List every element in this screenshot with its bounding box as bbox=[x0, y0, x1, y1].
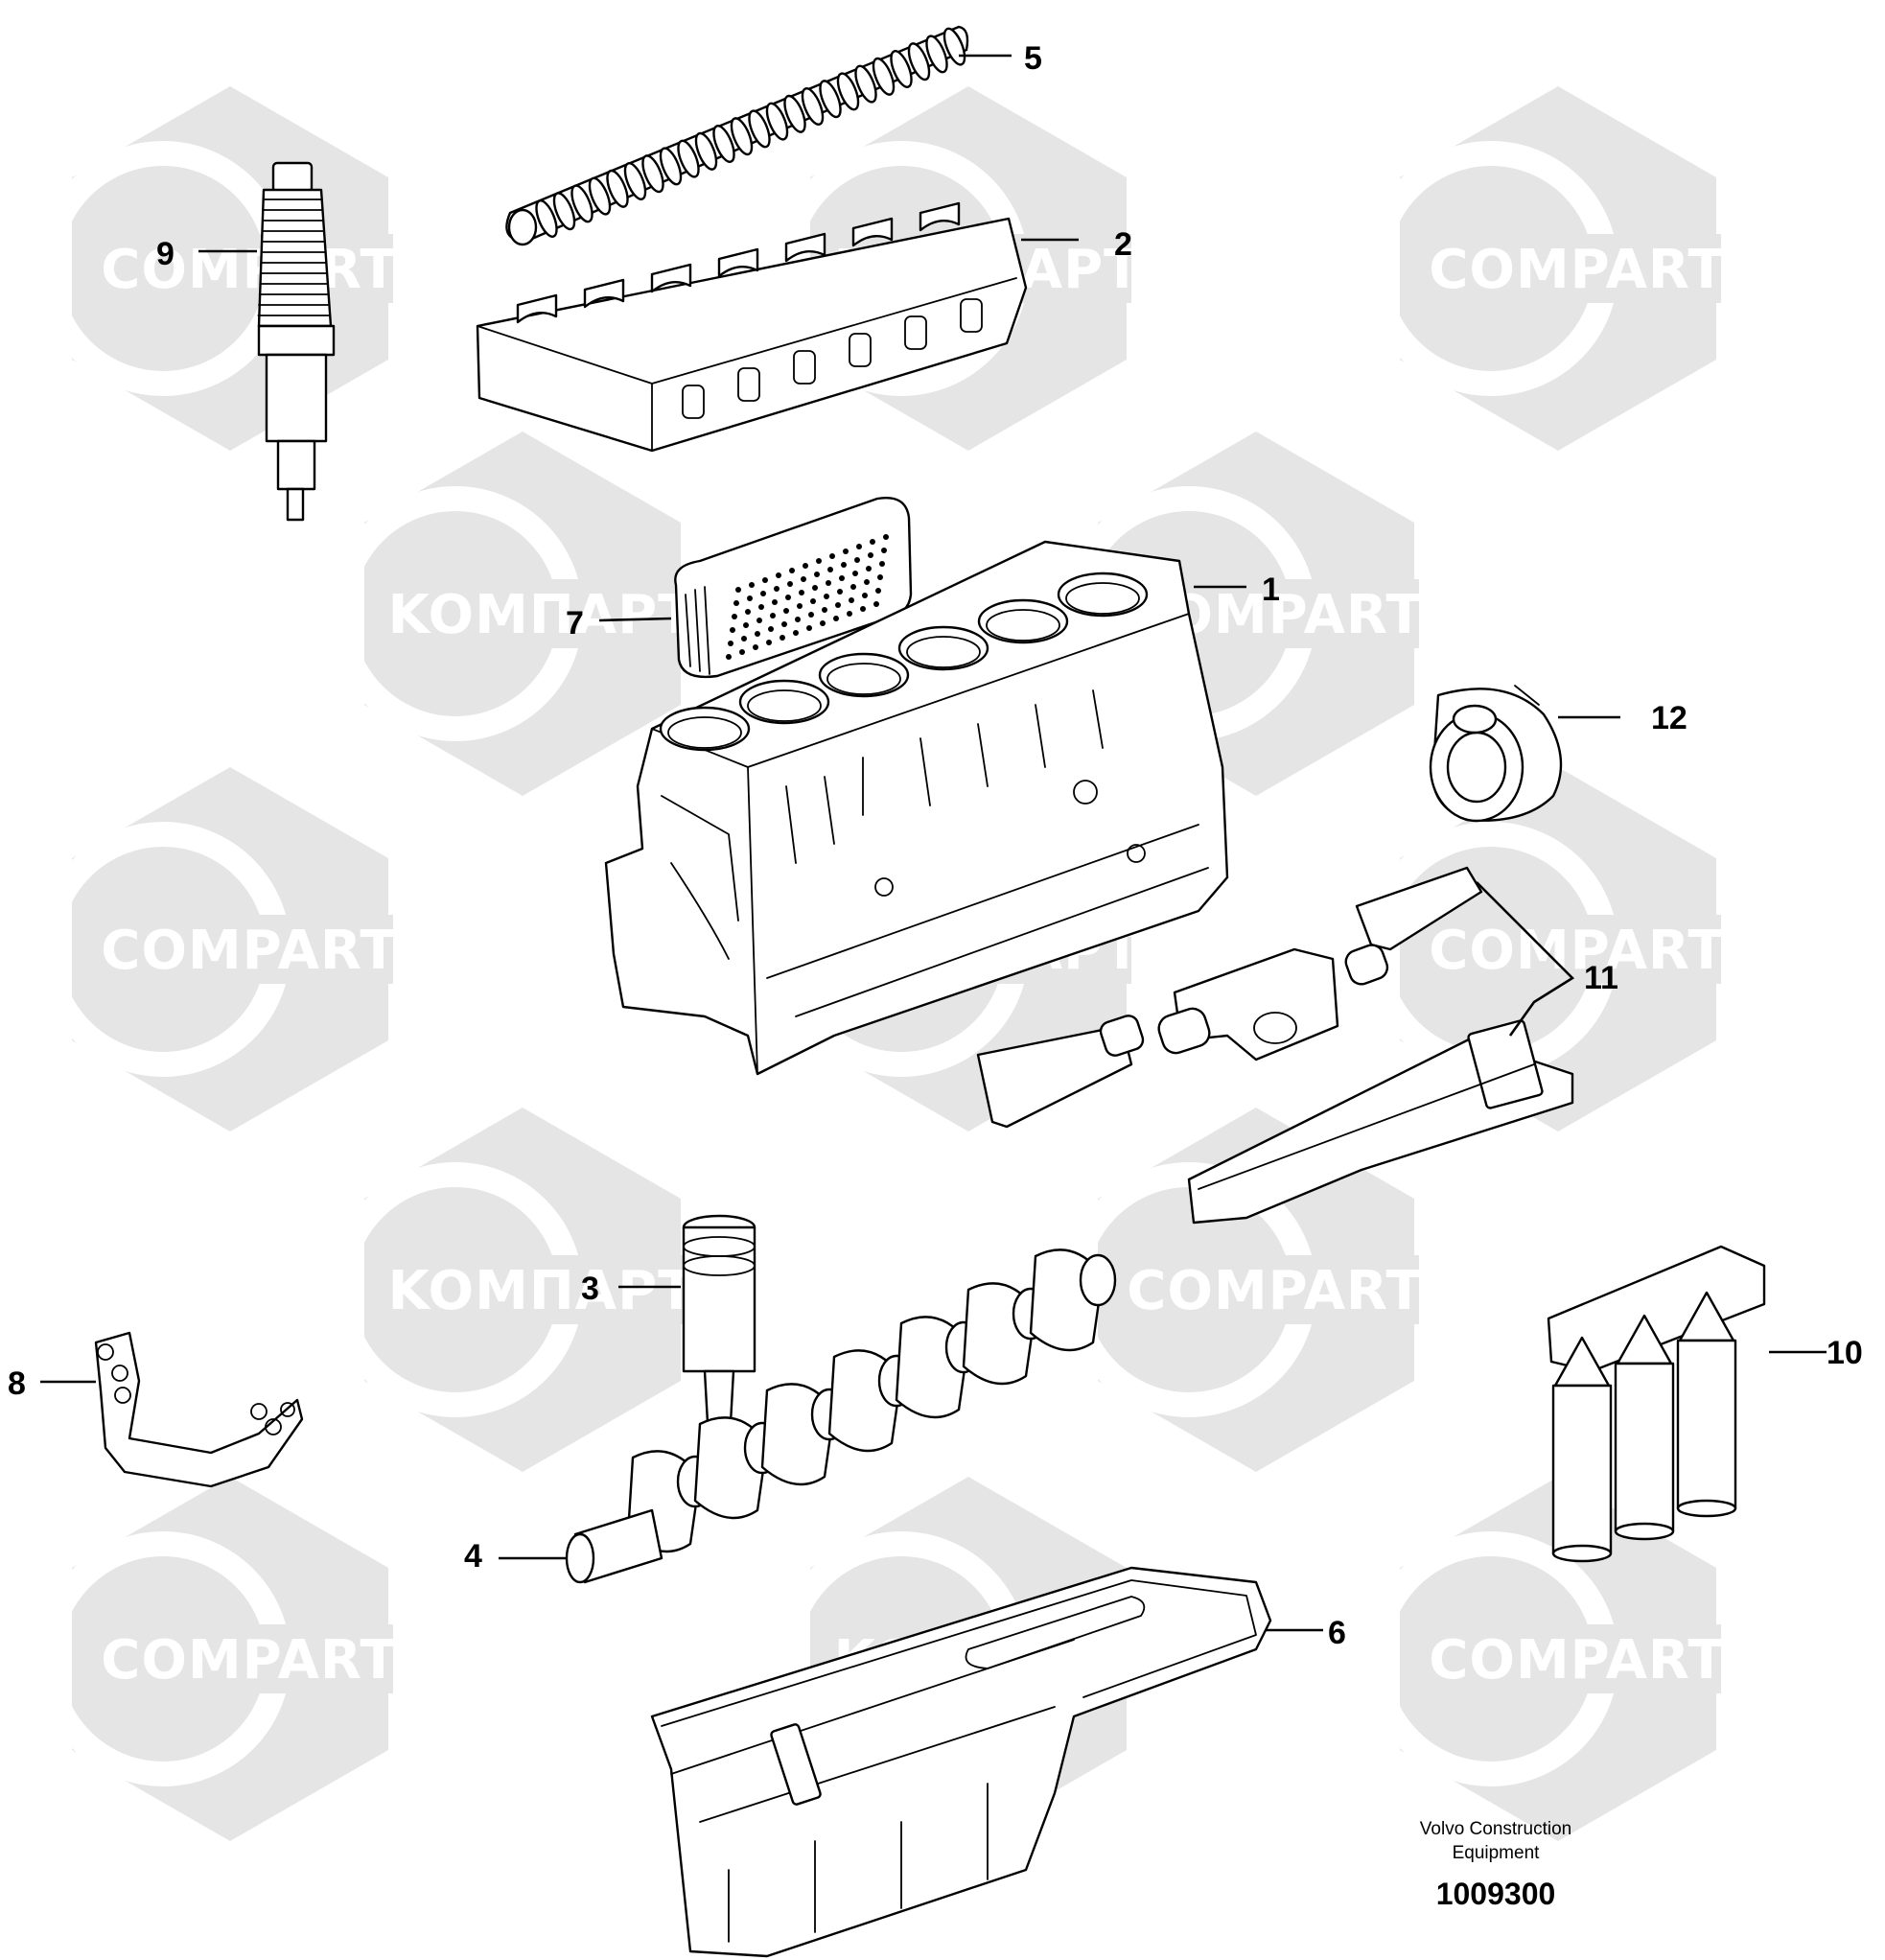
watermark-tile: COMPART bbox=[35, 1477, 397, 1841]
piston-part bbox=[682, 1214, 756, 1459]
watermark-tile: COMPART bbox=[35, 767, 397, 1132]
credit-line-1: Volvo Construction bbox=[1420, 1819, 1571, 1839]
watermark-tile: KOMПАРТ bbox=[328, 1108, 696, 1472]
watermark-label: COMPART bbox=[1127, 1260, 1423, 1322]
callout-2: 2 bbox=[1114, 226, 1132, 263]
watermark-label: KOMПАРТ bbox=[388, 584, 696, 646]
callout-7: 7 bbox=[566, 605, 584, 642]
credit-line-2: Equipment bbox=[1453, 1843, 1541, 1863]
oil-cooler-part bbox=[674, 497, 913, 679]
engine-block-part bbox=[604, 540, 1229, 1076]
callout-9: 9 bbox=[156, 236, 175, 272]
exhaust-manifold-part bbox=[976, 866, 1574, 1225]
watermark-label: KOMПАРТ bbox=[388, 1260, 696, 1322]
callout-3: 3 bbox=[581, 1271, 599, 1307]
watermark-label: COMPART bbox=[1429, 920, 1725, 982]
watermark-label: COMPART bbox=[101, 239, 397, 301]
callout-5: 5 bbox=[1024, 40, 1042, 77]
watermark-tile: KOMПАРТ bbox=[328, 432, 696, 796]
callout-1: 1 bbox=[1262, 572, 1280, 608]
watermark-tile: COMPART bbox=[1061, 1108, 1423, 1472]
callout-10: 10 bbox=[1827, 1335, 1863, 1371]
callout-8: 8 bbox=[8, 1365, 26, 1402]
watermark-label: COMPART bbox=[101, 1629, 397, 1692]
injector-part bbox=[257, 161, 336, 522]
leader-lines bbox=[40, 54, 1827, 1632]
watermark-label: COMPART bbox=[1429, 1629, 1725, 1692]
callout-12: 12 bbox=[1651, 700, 1687, 736]
watermark-tile: COMPART bbox=[35, 86, 397, 451]
bracket-part bbox=[94, 1331, 304, 1488]
callout-6: 6 bbox=[1328, 1615, 1346, 1651]
watermark-tile: COMPART bbox=[1363, 1477, 1725, 1841]
crankshaft-part bbox=[565, 1248, 1117, 1584]
oil-pan-part bbox=[650, 1566, 1272, 1958]
watermark-label: COMPART bbox=[1429, 239, 1725, 301]
document-number: 1009300 bbox=[1436, 1877, 1556, 1911]
turbocharger-part bbox=[1429, 685, 1563, 823]
oil-filter-assembly-part bbox=[1547, 1245, 1766, 1563]
callout-4: 4 bbox=[464, 1538, 482, 1575]
callout-11: 11 bbox=[1584, 960, 1618, 996]
camshaft-part bbox=[505, 25, 969, 246]
watermark-label: COMPART bbox=[101, 920, 397, 982]
watermark-tile: COMPART bbox=[1363, 86, 1725, 451]
cylinder-head-part bbox=[476, 201, 1028, 453]
